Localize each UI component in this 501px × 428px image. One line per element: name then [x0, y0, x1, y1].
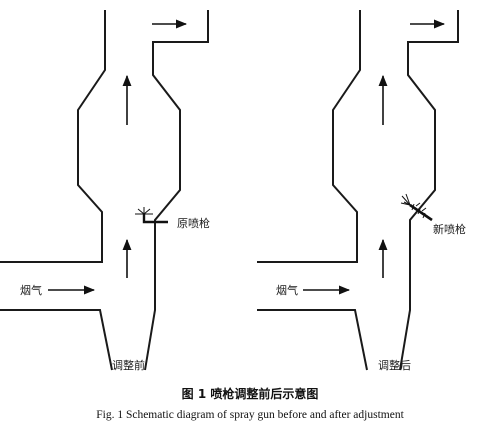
after-inlet-lower-wall — [257, 309, 368, 371]
before-right-wall — [144, 10, 209, 371]
after-right-wall — [399, 10, 459, 371]
before-state-label: 调整前 — [112, 358, 145, 372]
before-left-wall — [0, 10, 106, 263]
before-reactor: 原喷枪 烟气 调整前 — [0, 10, 210, 372]
original-spray-gun — [135, 207, 168, 224]
figure-caption-chinese: 图 1 喷枪调整前后示意图 — [182, 386, 319, 401]
after-gun-label: 新喷枪 — [433, 222, 466, 236]
after-reactor: 新喷枪 烟气 调整后 — [257, 10, 466, 372]
new-spray-gun — [400, 193, 433, 222]
figure-caption-english: Fig. 1 Schematic diagram of spray gun be… — [96, 409, 404, 421]
after-flue-gas-label: 烟气 — [276, 283, 298, 297]
after-left-wall — [257, 10, 361, 263]
before-flue-gas-label: 烟气 — [20, 283, 42, 297]
after-state-label: 调整后 — [378, 358, 411, 372]
before-inlet-lower-wall — [0, 309, 113, 371]
before-gun-label: 原喷枪 — [177, 216, 210, 230]
